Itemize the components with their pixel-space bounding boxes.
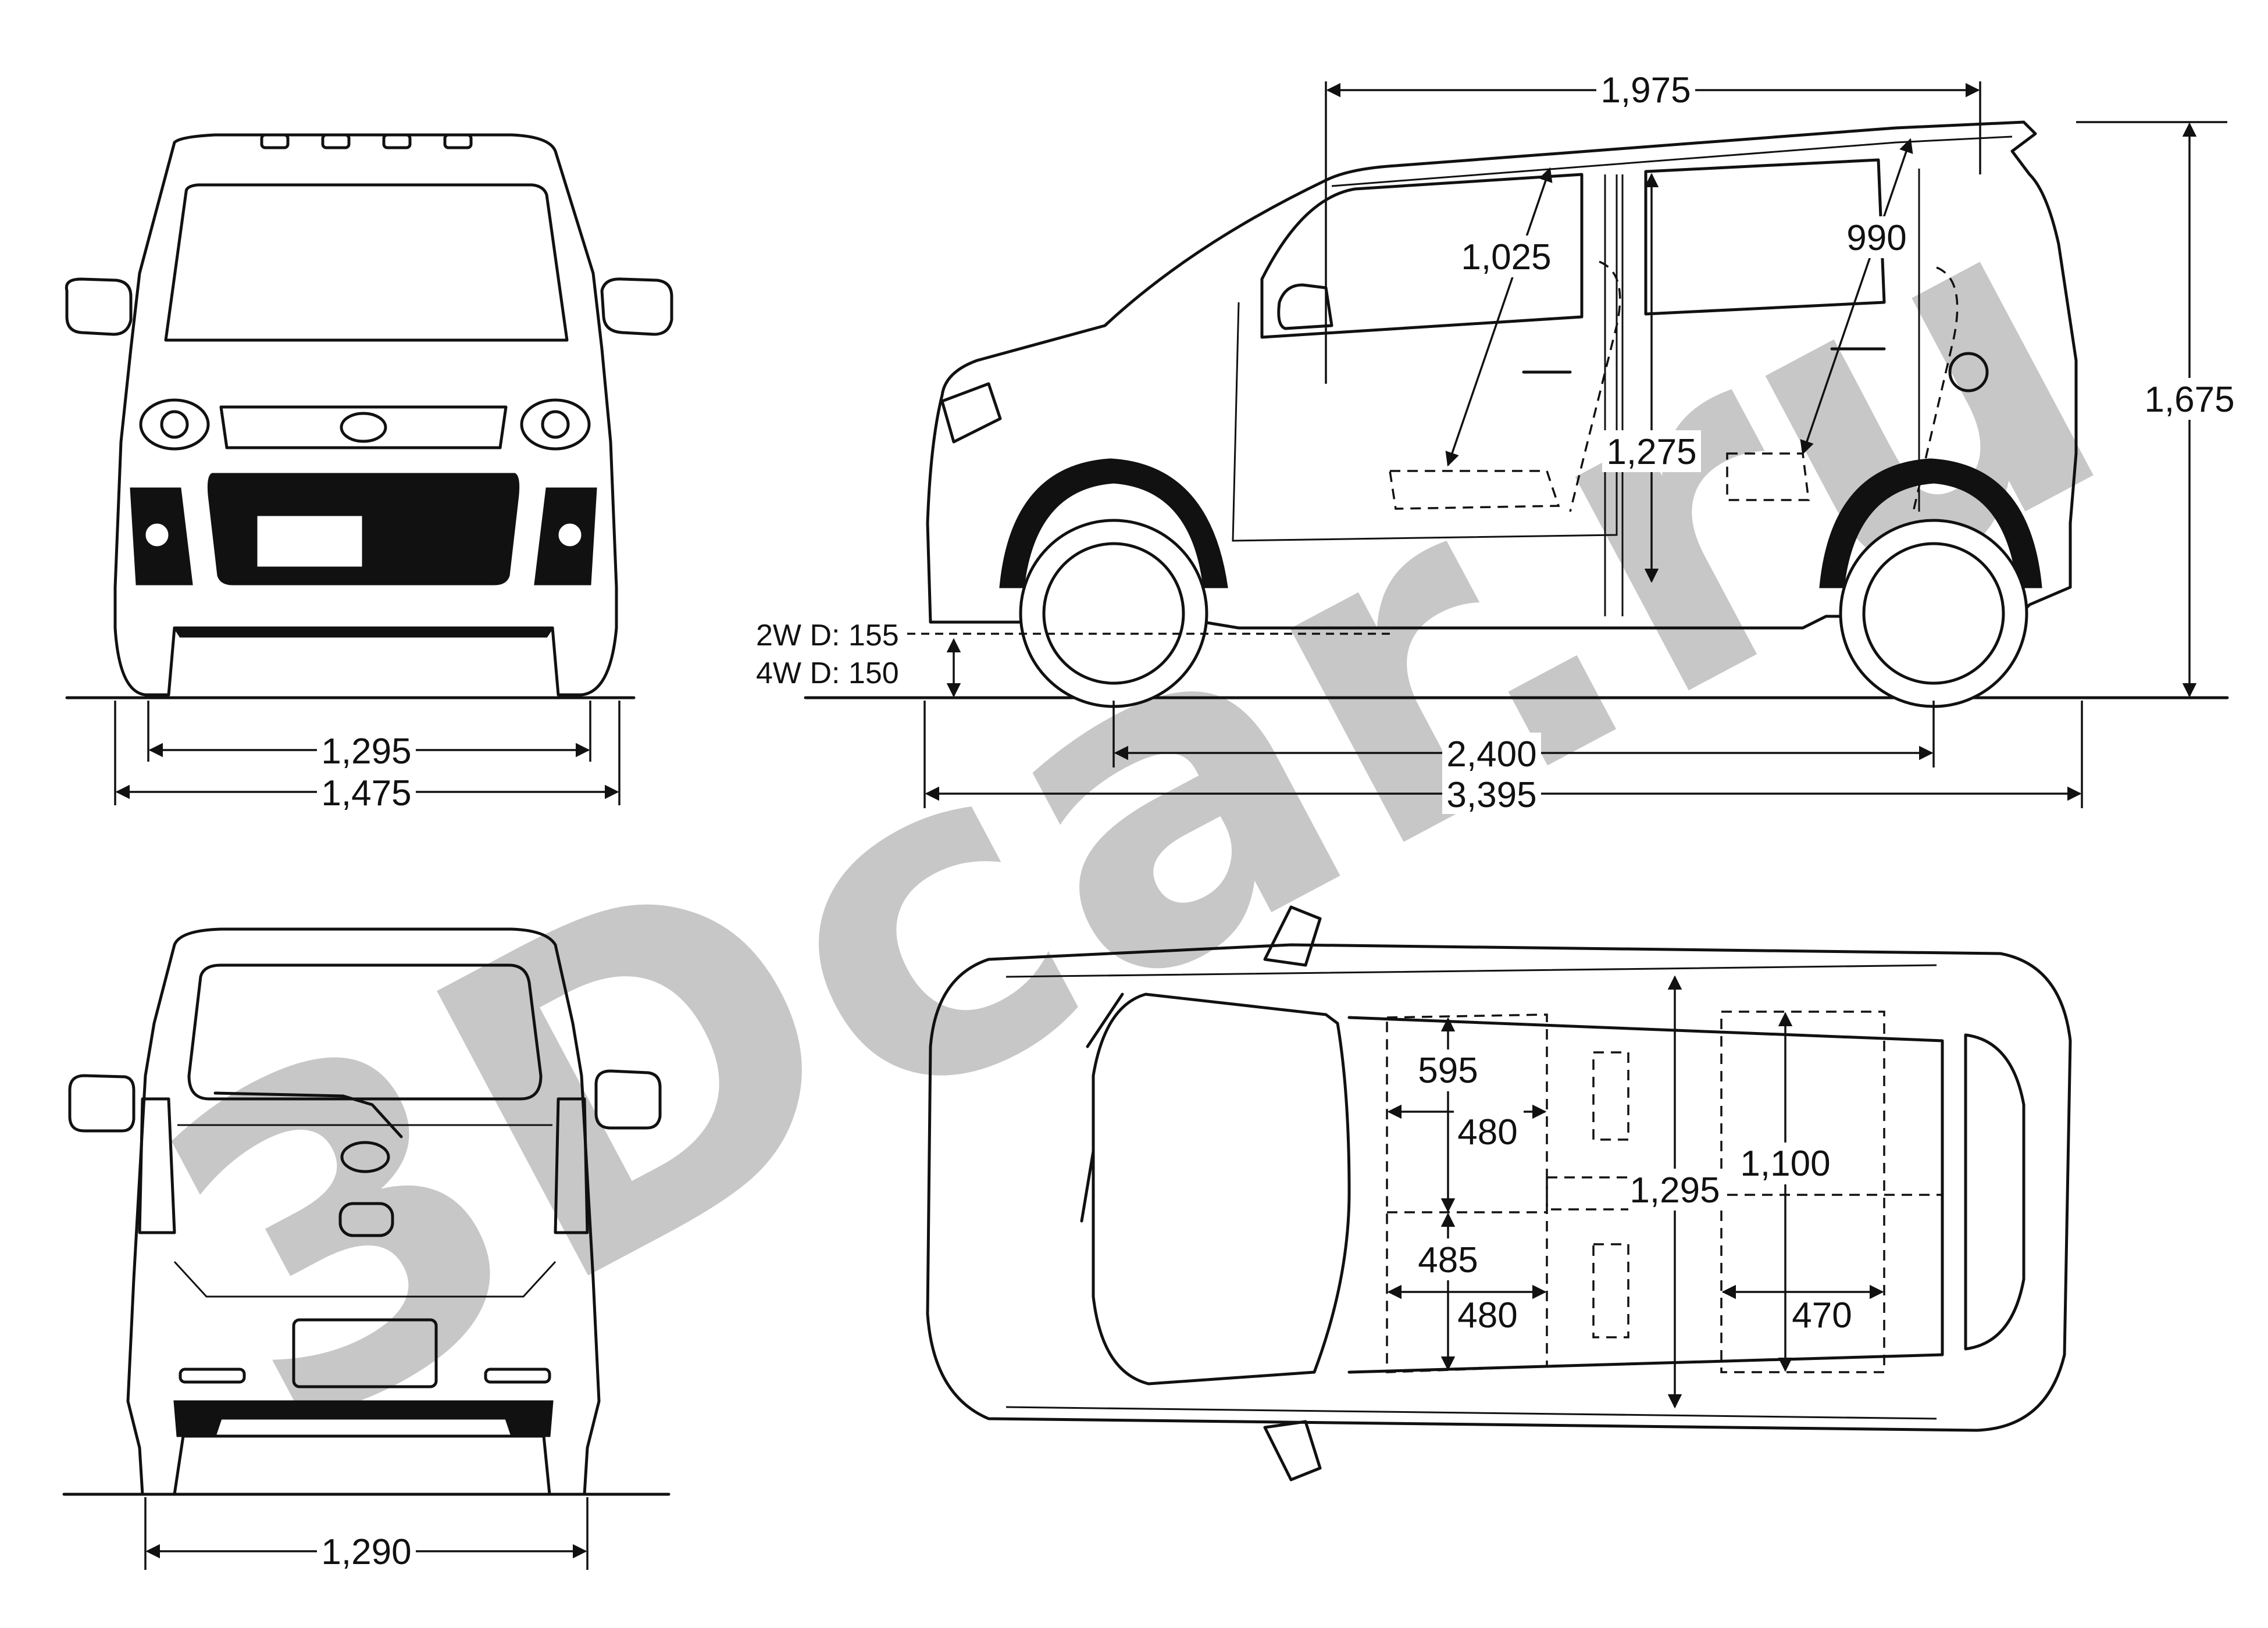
watermark-text: 3Dcar.ru bbox=[88, 97, 2175, 1531]
side-interior-height-label: 1,275 bbox=[1606, 432, 1696, 472]
side-clearance-4wd-label: 4W D: 150 bbox=[756, 656, 899, 690]
rear-track-label: 1,290 bbox=[321, 1532, 411, 1572]
top-front-seat-width-a-label: 480 bbox=[1457, 1112, 1517, 1152]
rear-view: 1,290 bbox=[62, 927, 671, 1572]
side-clearance-2wd-label: 2W D: 155 bbox=[756, 619, 899, 652]
top-front-seat-length-label: 595 bbox=[1418, 1051, 1478, 1091]
top-interior-width-label: 1,295 bbox=[1629, 1170, 1720, 1211]
top-front-seat-depth-label: 485 bbox=[1418, 1240, 1478, 1280]
side-top-length-label: 1,975 bbox=[1600, 70, 1691, 110]
front-track-label: 1,295 bbox=[321, 731, 411, 772]
side-view: 1,975 1,025 990 1,275 1,675 2W D: 155 4W… bbox=[756, 69, 2239, 815]
top-front-seat-width-b-label: 480 bbox=[1457, 1295, 1517, 1336]
side-overall-length-label: 3,395 bbox=[1446, 775, 1536, 815]
side-wheelbase-label: 2,400 bbox=[1446, 734, 1536, 774]
watermark: 3Dcar.ru bbox=[88, 97, 2175, 1531]
side-front-headroom-label: 1,025 bbox=[1461, 237, 1551, 277]
top-view: 595 480 485 480 1,295 1,100 470 bbox=[926, 905, 2072, 1481]
top-rear-seat-depth-label: 470 bbox=[1792, 1295, 1852, 1336]
side-overall-height-label: 1,675 bbox=[2144, 380, 2234, 420]
front-view: 1,295 1,475 bbox=[65, 133, 673, 813]
front-width-label: 1,475 bbox=[321, 773, 411, 813]
side-rear-headroom-label: 990 bbox=[1846, 218, 1906, 258]
top-rear-seat-width-label: 1,100 bbox=[1740, 1144, 1830, 1184]
